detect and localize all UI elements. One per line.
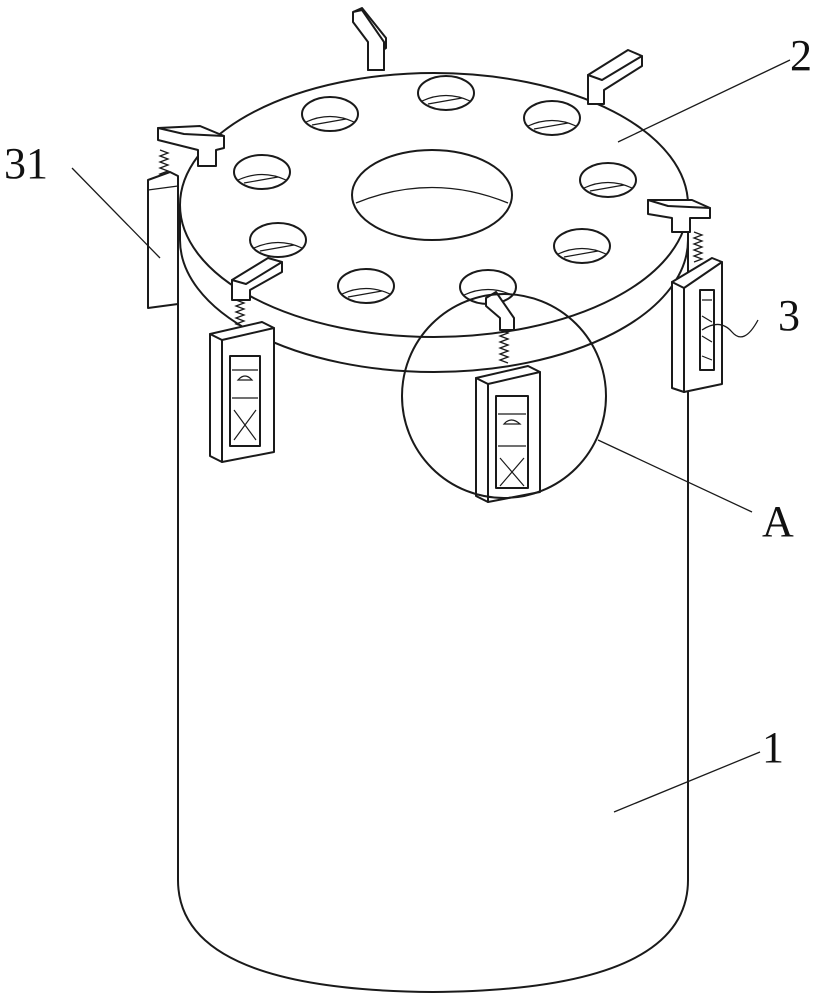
lid-hole bbox=[233, 154, 291, 190]
spring-front-left bbox=[234, 299, 246, 328]
lid-hole bbox=[553, 228, 611, 264]
clamp-handles bbox=[157, 7, 711, 331]
leader-line-31 bbox=[71, 167, 161, 259]
lid-hole bbox=[301, 96, 359, 132]
latch-boxes bbox=[147, 171, 723, 503]
clamp-handle-front bbox=[485, 291, 515, 331]
lid-hole bbox=[337, 268, 395, 304]
label-a: A bbox=[762, 497, 794, 546]
label-2: 2 bbox=[790, 31, 812, 80]
latch-box-right bbox=[671, 257, 723, 393]
clamp-handle-right-top bbox=[587, 49, 643, 105]
reference-labels: 2 31 3 A 1 bbox=[4, 31, 812, 772]
lid-hole bbox=[523, 100, 581, 136]
label-1: 1 bbox=[762, 723, 784, 772]
center-hole bbox=[351, 149, 513, 241]
latch-box-front bbox=[475, 365, 541, 503]
leader-lines bbox=[71, 59, 791, 813]
label-3: 3 bbox=[778, 291, 800, 340]
lid-hole bbox=[249, 222, 307, 258]
latch-box-left bbox=[147, 171, 179, 309]
clamp-handle-top bbox=[352, 7, 387, 71]
label-31: 31 bbox=[4, 139, 48, 188]
leader-line-3 bbox=[701, 319, 759, 338]
detail-circle-a bbox=[401, 293, 607, 499]
clamp-handle-left bbox=[157, 125, 225, 167]
leader-line-1 bbox=[613, 751, 761, 813]
leader-line-a bbox=[597, 439, 753, 513]
leader-line-2 bbox=[617, 59, 791, 143]
spring-right bbox=[692, 231, 704, 263]
latch-box-front-left bbox=[209, 321, 275, 463]
lid-hole bbox=[417, 75, 475, 111]
spring-front bbox=[498, 329, 510, 364]
lid-disc bbox=[179, 72, 689, 373]
lid-hole bbox=[579, 162, 637, 198]
clamp-handle-right bbox=[647, 199, 711, 233]
clamp-handle-front-left bbox=[231, 257, 283, 301]
